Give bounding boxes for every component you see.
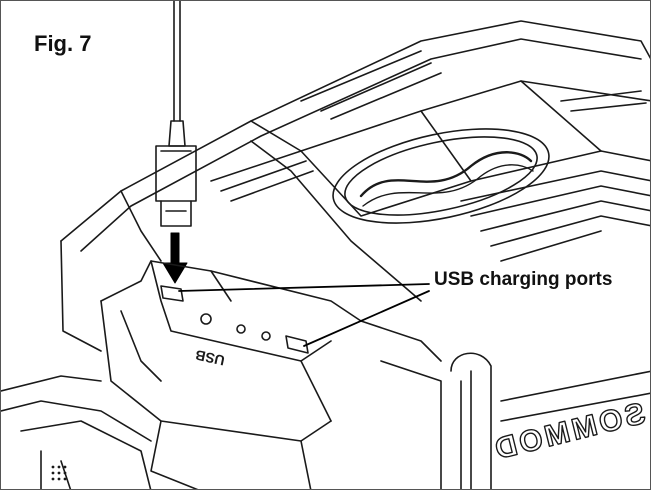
brand-text: SOMMOD <box>489 397 649 467</box>
handle <box>380 352 650 489</box>
port-label: USB <box>194 347 226 369</box>
swoosh-logo-icon <box>332 128 550 224</box>
usb-plug-icon <box>155 1 197 227</box>
callout-leaders <box>178 283 430 347</box>
device-body <box>60 20 650 352</box>
port-module <box>1 260 442 489</box>
down-arrow-icon <box>162 232 188 284</box>
figure-label: Fig. 7 <box>34 31 92 56</box>
usb-ports-callout: USB charging ports <box>432 268 646 292</box>
